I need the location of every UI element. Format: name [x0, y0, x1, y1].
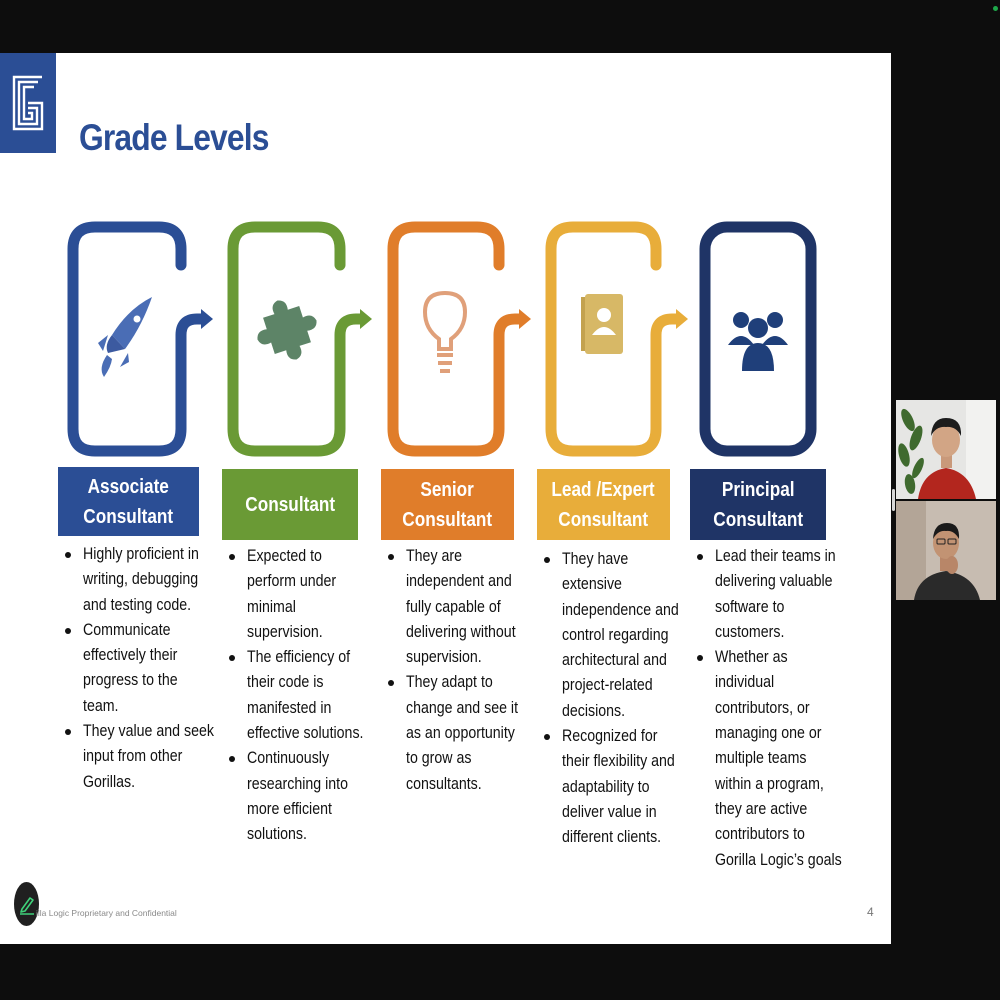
participant-video-2[interactable]	[896, 501, 996, 600]
gorilla-logic-logo	[0, 53, 56, 153]
connection-status-dot	[993, 6, 998, 11]
level-label-senior: Senior Consultant	[381, 469, 514, 540]
bullet-item: They value and seek input from other Gor…	[61, 719, 214, 795]
level-label-principal: Principal Consultant	[690, 469, 826, 540]
bullet-item: Whether as individual contributors, or m…	[693, 645, 853, 873]
bullet-item: The efficiency of their code is manifest…	[225, 645, 375, 746]
bullet-item: Communicate effectively their progress t…	[61, 618, 211, 719]
footer-confidential-text: illa Logic Proprietary and Confidential	[36, 908, 177, 918]
slide-page-number: 4	[867, 905, 874, 919]
principal-frame	[699, 221, 817, 457]
slide-title: Grade Levels	[79, 117, 269, 158]
puzzle-piece-icon	[257, 300, 317, 360]
consultant-bullets: Expected to perform under minimal superv…	[225, 544, 375, 848]
lead-frame	[545, 221, 685, 457]
associate-frame	[67, 221, 210, 457]
lightbulb-icon	[422, 290, 468, 373]
bullet-item: Lead their teams in delivering valuable …	[693, 544, 853, 645]
bullet-item: They are independent and fully capable o…	[384, 544, 534, 670]
associate-bullets: Highly proficient in writing, debugging …	[61, 542, 214, 795]
bullet-item: They have extensive independence and con…	[540, 547, 690, 724]
team-icon	[728, 312, 788, 371]
grade-level-frames	[67, 221, 817, 457]
bullet-item: Highly proficient in writing, debugging …	[61, 542, 211, 618]
plant-leaves	[898, 408, 924, 494]
principal-bullets: Lead their teams in delivering valuable …	[693, 544, 853, 873]
bullet-item: Continuously researching into more effic…	[225, 746, 375, 847]
level-label-lead-expert: Lead /Expert Consultant	[537, 469, 670, 540]
senior-bullets: They are independent and fully capable o…	[384, 544, 534, 797]
bullet-item: Expected to perform under minimal superv…	[225, 544, 375, 645]
level-label-associate: Associate Consultant	[58, 467, 199, 536]
bullet-item: Recognized for their flexibility and ada…	[540, 724, 690, 850]
panel-resize-handle[interactable]	[892, 489, 895, 511]
participant-video-1[interactable]	[896, 400, 996, 499]
bullet-item: They adapt to change and see it as an op…	[384, 670, 534, 796]
annotate-pen-icon[interactable]	[14, 882, 39, 926]
consultant-frame	[227, 221, 369, 457]
presentation-slide: Grade Levels	[0, 53, 891, 944]
contact-book-icon	[581, 294, 623, 354]
lead-expert-bullets: They have extensive independence and con…	[540, 547, 690, 851]
level-label-consultant: Consultant	[222, 469, 358, 540]
rocket-icon	[98, 297, 152, 377]
senior-frame	[387, 221, 528, 457]
